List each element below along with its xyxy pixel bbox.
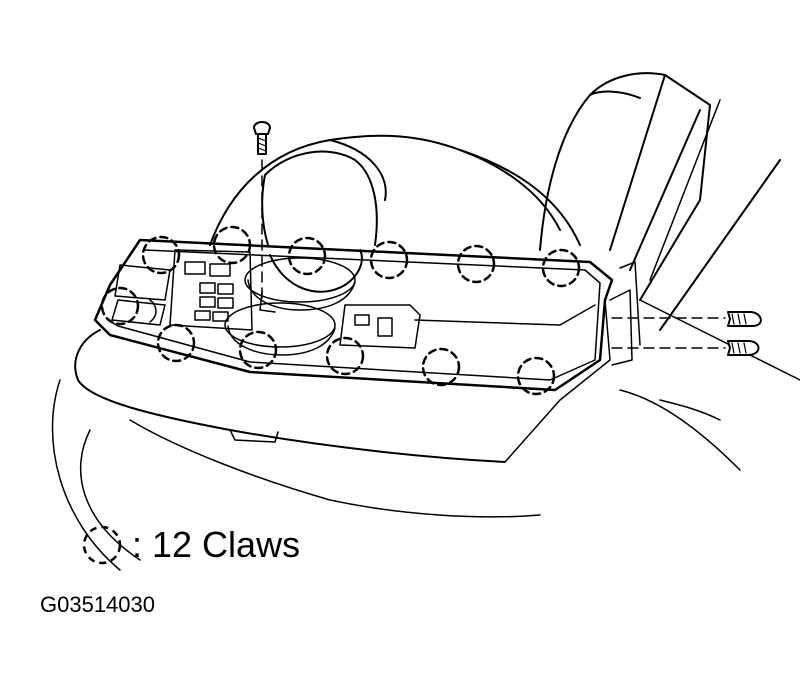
shift-boot [261, 150, 378, 293]
claw-marker [141, 235, 181, 275]
claw-marker [238, 330, 278, 370]
claw-marker [325, 336, 365, 376]
claw-marker [369, 240, 409, 280]
claw-marker [287, 236, 327, 276]
claw-marker [100, 286, 140, 326]
seat-cushion [51, 134, 581, 571]
seat-back [539, 72, 800, 471]
claw-marker [421, 347, 461, 387]
claw-marker [456, 244, 496, 284]
console-panel [74, 238, 641, 463]
claw-marker [516, 356, 556, 396]
figure-code: G03514030 [40, 592, 155, 617]
legend-text: : 12 Claws [132, 524, 301, 565]
claw-marker [156, 323, 196, 363]
claw-marker [212, 225, 252, 265]
cup-holders [224, 257, 356, 356]
switch-panel [111, 249, 253, 331]
top-screw [253, 121, 271, 301]
right-screws [611, 311, 762, 356]
claw-markers [100, 225, 581, 396]
dashed-circle-icon [82, 525, 122, 565]
tray [339, 304, 596, 349]
legend: : 12 Claws [80, 520, 300, 570]
claw-marker [541, 248, 581, 288]
